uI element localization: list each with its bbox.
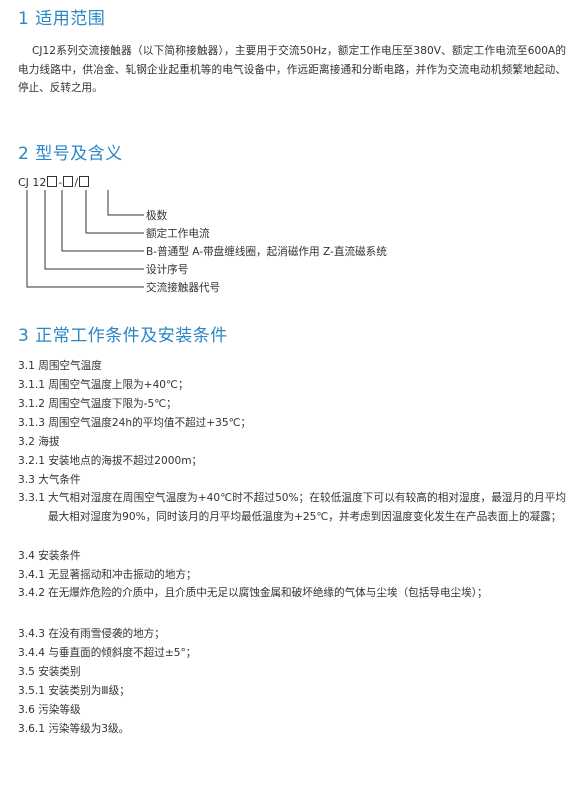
tree-line-current: [85, 190, 144, 234]
section-2-title: 2 型号及含义: [18, 144, 123, 164]
item-3-6: 3.6 污染等级: [18, 704, 81, 716]
legend-type: B-普通型 A-带盘缠线圈，起消磁作用 Z-直流磁系统: [146, 246, 387, 258]
legend-design-number: 设计序号: [146, 264, 189, 276]
item-3-4-2: 3.4.2 在无爆炸危险的介质中，且介质中无足以腐蚀金属和破坏绝缘的气体与尘埃（…: [18, 584, 566, 603]
tree-line-type: [61, 190, 144, 252]
item-3-3-1: 3.3.1 大气相对湿度在周围空气温度为+40℃时不超过50%；在较低温度下可以…: [18, 489, 566, 526]
item-3-1-2: 3.1.2 周围空气温度下限为-5℃；: [18, 398, 177, 410]
legend-contactor-code: 交流接触器代号: [146, 282, 221, 294]
model-dash: -: [58, 176, 63, 189]
item-3-4-2-num: 3.4.2: [18, 587, 45, 599]
model-box-1: [47, 176, 58, 187]
model-box-3: [79, 176, 90, 187]
item-3-4: 3.4 安装条件: [18, 550, 81, 562]
item-3-3: 3.3 大气条件: [18, 474, 81, 486]
item-3-2: 3.2 海拔: [18, 436, 60, 448]
tree-line-design: [44, 190, 144, 270]
section-1-paragraph: CJ12系列交流接触器（以下简称接触器），主要用于交流50Hz，额定工作电压至3…: [18, 42, 566, 98]
item-3-2-1: 3.2.1 安装地点的海拔不超过2000m；: [18, 455, 203, 467]
tree-line-code: [26, 190, 144, 288]
item-3-1-3: 3.1.3 周围空气温度24h的平均值不超过+35℃；: [18, 417, 252, 429]
section-1-text: CJ12系列交流接触器（以下简称接触器），主要用于交流50Hz，额定工作电压至3…: [18, 45, 566, 95]
model-box-2: [63, 176, 74, 187]
item-3-3-1-text: 大气相对湿度在周围空气温度为+40℃时不超过50%；在较低温度下可以有较高的相对…: [48, 492, 566, 523]
tree-line-poles: [107, 190, 144, 216]
legend-poles: 极数: [146, 210, 168, 222]
item-3-4-1: 3.4.1 无显著摇动和冲击振动的地方；: [18, 569, 197, 581]
model-prefix: CJ 12: [18, 176, 47, 189]
item-3-5-1: 3.5.1 安装类别为Ⅲ级；: [18, 685, 130, 697]
item-3-4-3: 3.4.3 在没有雨雪侵袭的地方；: [18, 628, 165, 640]
item-3-3-1-num: 3.3.1: [18, 492, 45, 504]
model-tree-lines: [26, 190, 144, 288]
item-3-6-1: 3.6.1 污染等级为3级。: [18, 723, 130, 735]
model-code: CJ 12-/: [18, 176, 90, 189]
item-3-4-2-text: 在无爆炸危险的介质中，且介质中无足以腐蚀金属和破坏绝缘的气体与尘埃（包括导电尘埃…: [48, 587, 488, 599]
model-slash: /: [74, 176, 79, 189]
item-3-1: 3.1 周围空气温度: [18, 360, 102, 372]
legend-rated-current: 额定工作电流: [146, 228, 210, 240]
item-3-5: 3.5 安装类别: [18, 666, 81, 678]
item-3-4-4: 3.4.4 与垂直面的倾斜度不超过±5°；: [18, 647, 197, 659]
item-3-1-1: 3.1.1 周围空气温度上限为+40℃；: [18, 379, 189, 391]
section-1-title: 1 适用范围: [18, 9, 106, 29]
section-3-title: 3 正常工作条件及安装条件: [18, 326, 228, 346]
